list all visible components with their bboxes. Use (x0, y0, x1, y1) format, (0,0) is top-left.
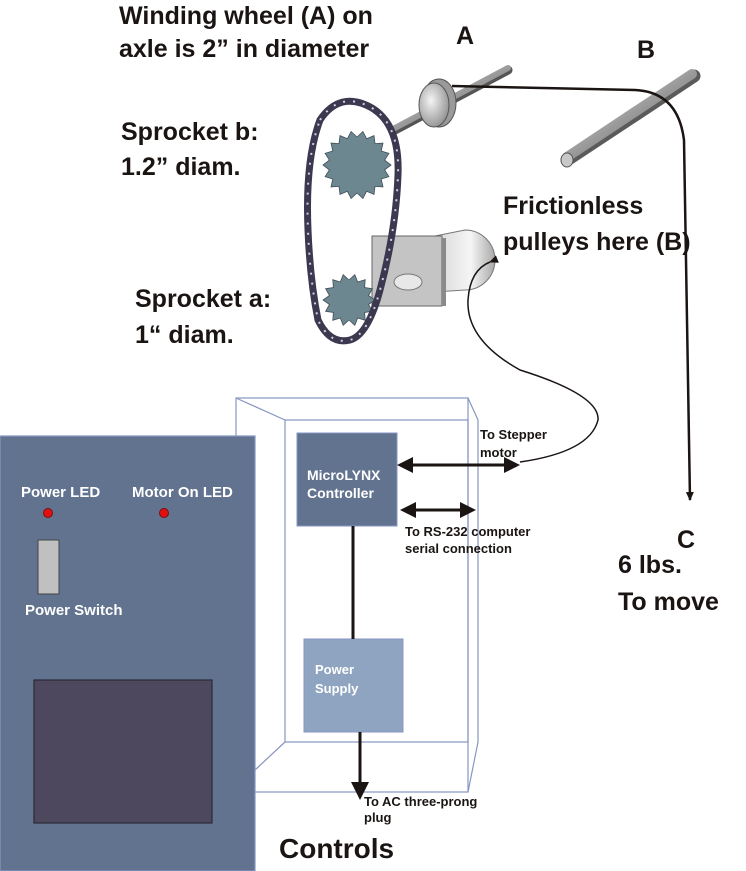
stepper-motor (371, 229, 496, 307)
chain (304, 97, 402, 345)
motor-cable (467, 255, 599, 463)
controls-caption: Controls (279, 833, 394, 864)
rs232-double-arrow (400, 502, 476, 518)
power-supply (303, 638, 404, 733)
microlynx-controller (296, 432, 398, 527)
ac-label-line2: plug (364, 810, 391, 825)
sprocket-b-label-line1: Sprocket b: (121, 118, 259, 146)
power-switch-label: Power Switch (25, 602, 123, 619)
sprocket-a (322, 274, 376, 326)
power-supply-label-line2: Supply (315, 681, 359, 696)
stepper-double-arrow (397, 457, 520, 473)
power-switch[interactable] (37, 539, 60, 595)
stepper-label-line2: motor (480, 445, 517, 460)
ac-arrow (351, 732, 369, 800)
motor-on-led (159, 508, 169, 518)
winding-wheel-a (418, 78, 457, 128)
rs232-label-line1: To RS-232 computer (405, 524, 530, 539)
ac-label-line1: To AC three-prong (364, 794, 477, 809)
pulley-rod-b (560, 69, 701, 168)
gear-teeth (322, 274, 376, 326)
point-b-label: B (637, 36, 655, 64)
power-led (43, 508, 53, 518)
display-screen (33, 679, 213, 824)
pulleys-label-line1: Frictionless (503, 192, 643, 220)
power-led-label: Power LED (21, 484, 100, 501)
sprocket-b-label-line2: 1.2” diam. (121, 153, 241, 181)
load-label-line2: To move (618, 588, 719, 616)
sprocket-b (322, 130, 392, 200)
sprocket-a-label-line1: Sprocket a: (135, 285, 271, 313)
winding-wheel-label-line2: axle is 2” in diameter (119, 35, 369, 63)
motor-led-label: Motor On LED (132, 484, 233, 501)
point-c-label: C (677, 526, 695, 554)
sprocket-a-label-line2: 1“ diam. (135, 321, 234, 349)
controller-label-line1: MicroLYNX (307, 467, 381, 483)
point-a-label: A (456, 22, 474, 50)
pulleys-label-line2: pulleys here (B) (503, 228, 691, 256)
load-label-line1: 6 lbs. (618, 551, 682, 579)
gear-teeth (322, 130, 392, 200)
winding-wheel-label-line1: Winding wheel (A) on (119, 2, 373, 30)
power-supply-label-line1: Power (315, 662, 354, 677)
rs232-label-line2: serial connection (405, 541, 512, 556)
string-line (451, 84, 694, 501)
controller-label-line2: Controller (307, 485, 374, 501)
stepper-label-line1: To Stepper (480, 427, 547, 442)
